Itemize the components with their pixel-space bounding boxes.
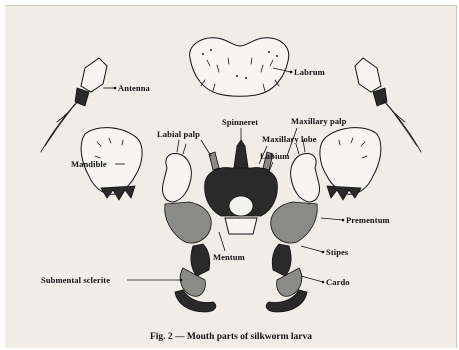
label-stipes: Stipes: [326, 247, 349, 257]
label-maxillary-lobe: Maxillary lobe: [262, 134, 317, 144]
mandible-right-drawing: [320, 128, 381, 200]
label-spinneret: Spinneret: [222, 117, 258, 127]
label-labial-palp: Labial palp: [157, 129, 200, 139]
figure-caption: Fig. 2 — Mouth parts of silkworm larva: [150, 332, 312, 342]
labrum-drawing: [190, 38, 289, 97]
label-submental-sclerite: Submental sclerite: [41, 275, 110, 285]
label-labium: Labium: [260, 151, 289, 161]
labium-complex-drawing: [162, 140, 319, 312]
label-maxillary-palp: Maxillary palp: [291, 116, 347, 126]
label-mandible: Mandible: [71, 159, 107, 169]
label-antenna: Antenna: [118, 83, 151, 93]
label-labrum: Labrum: [294, 67, 325, 77]
label-cardo: Cardo: [326, 277, 350, 287]
label-mentum: Mentum: [213, 252, 245, 262]
figure-panel: Labrum Antenna Spinneret Maxillary palp …: [5, 5, 457, 348]
label-prementum: Prementum: [346, 215, 390, 225]
mouthparts-illustration: Labrum Antenna Spinneret Maxillary palp …: [5, 6, 456, 348]
